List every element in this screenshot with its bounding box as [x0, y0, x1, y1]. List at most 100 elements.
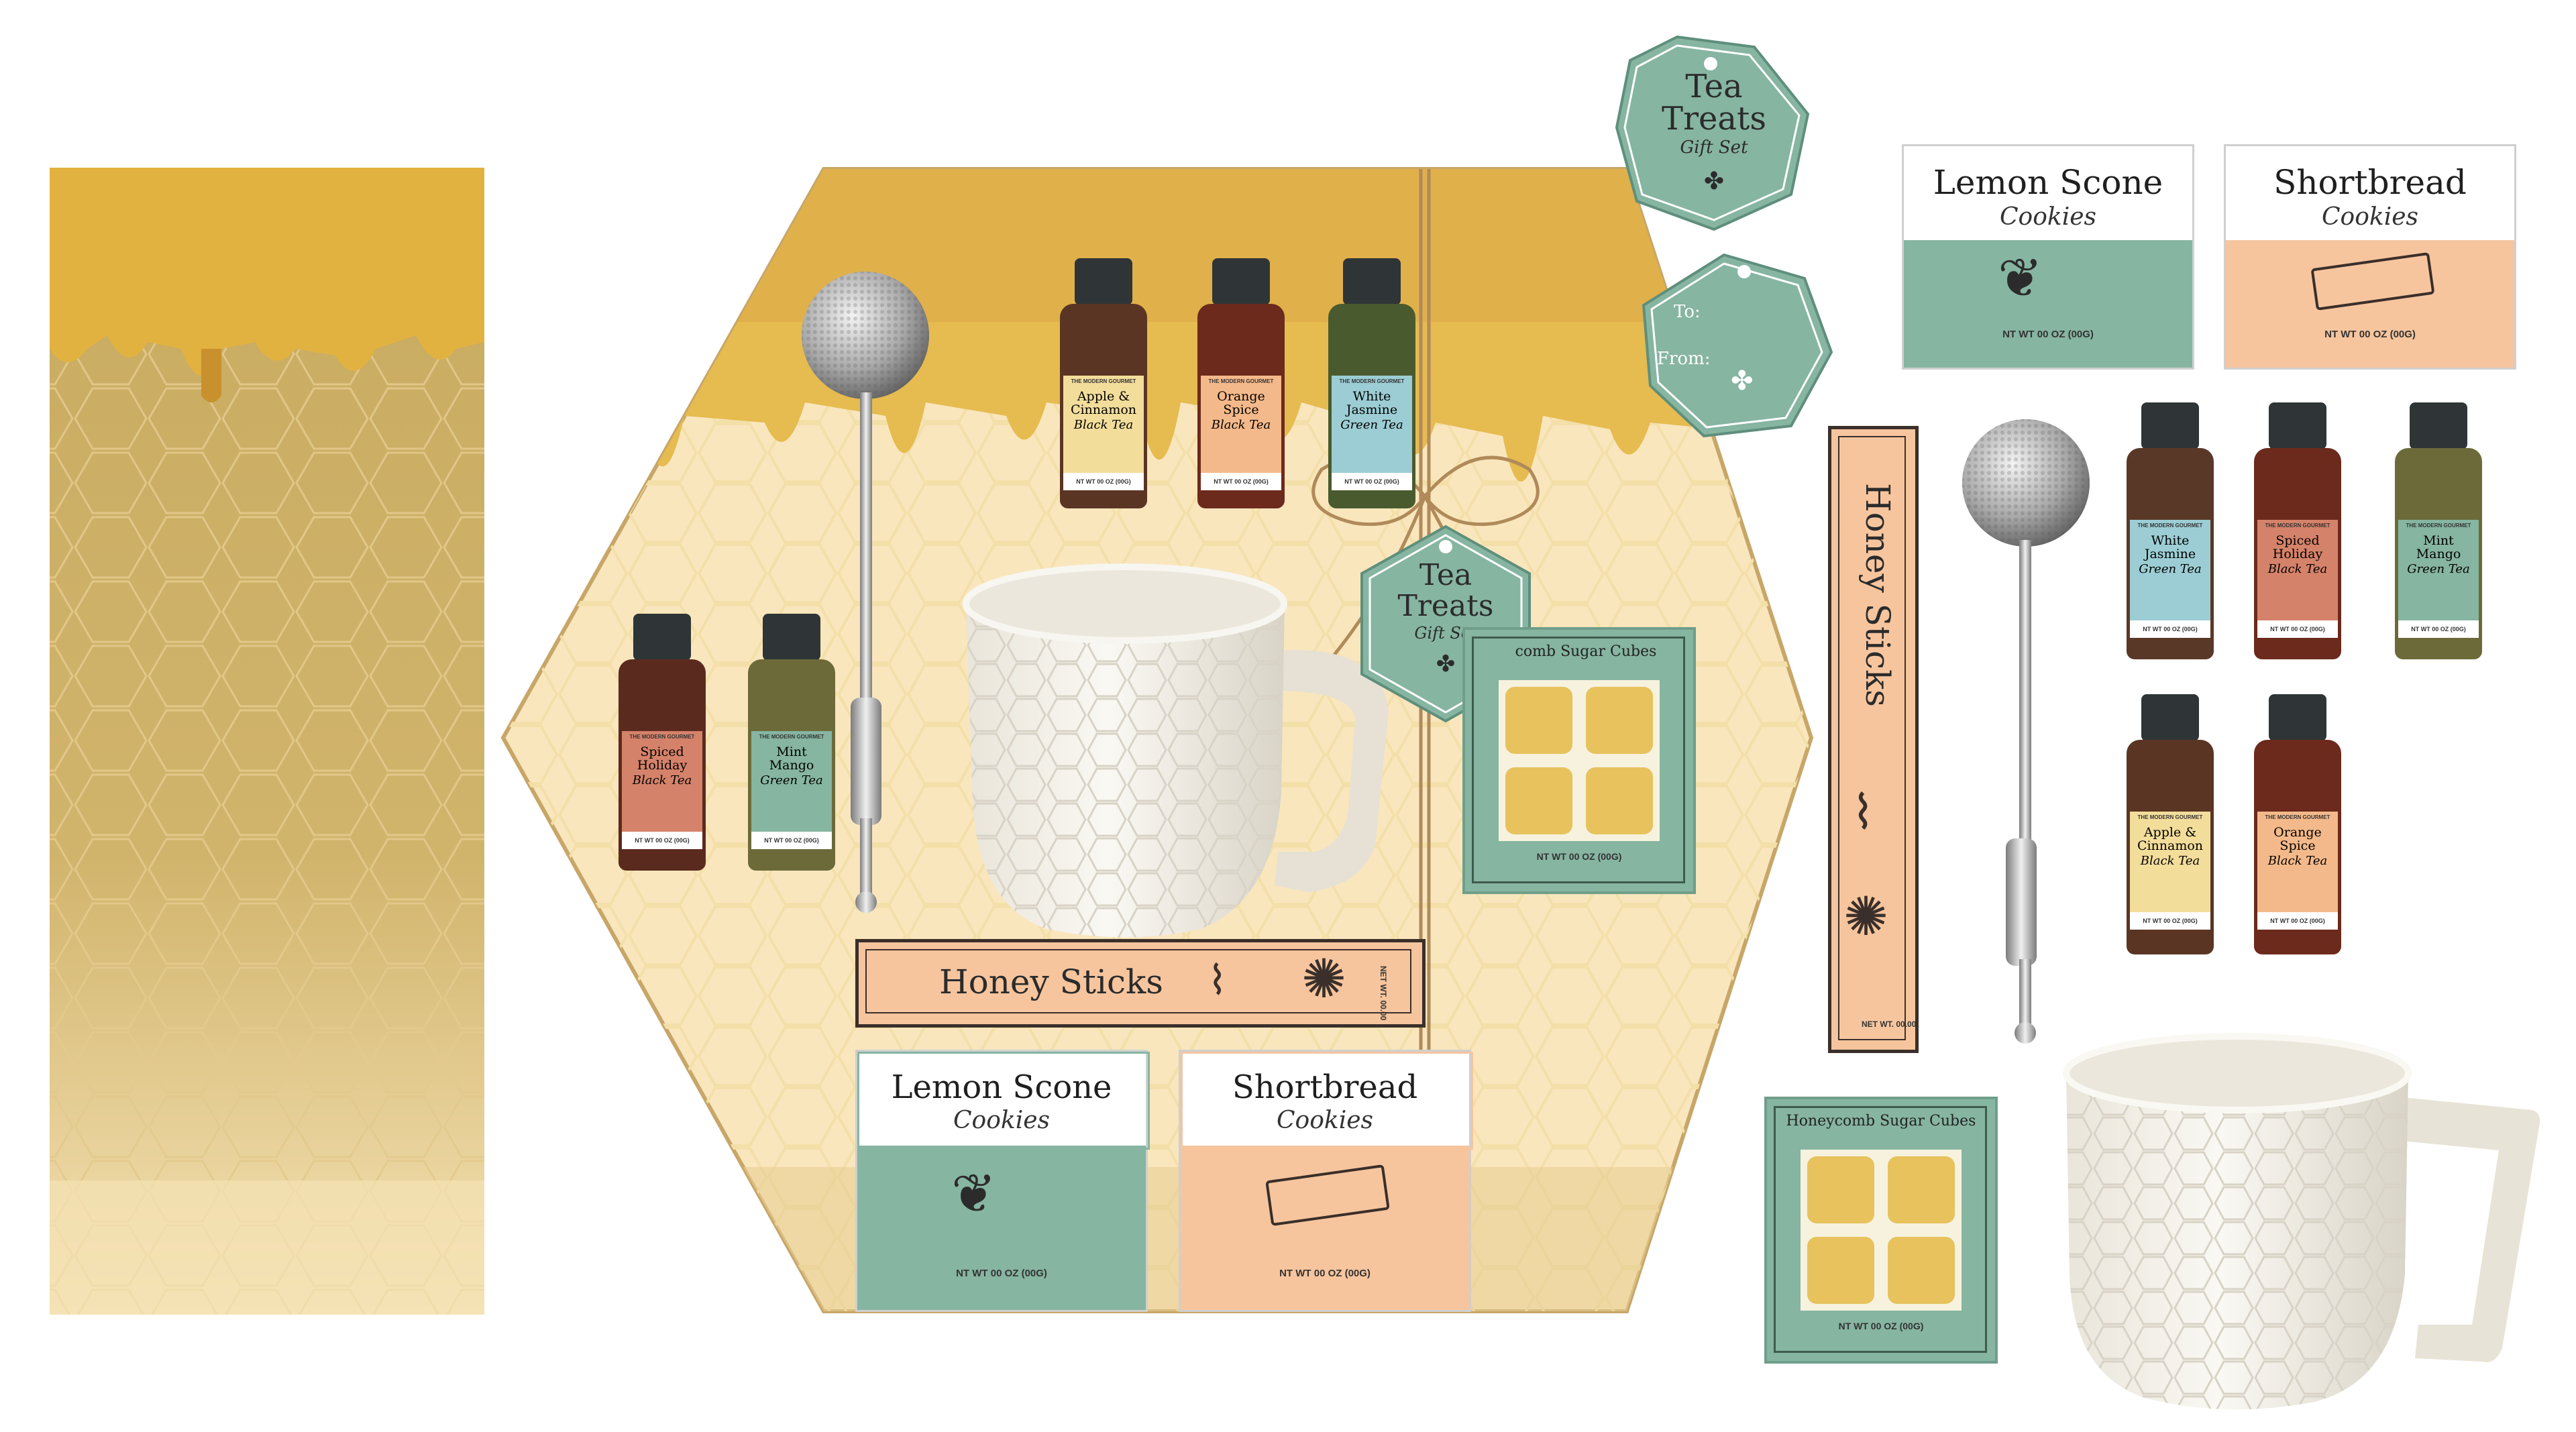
- honey-dipper-icon: ⌇: [1851, 785, 1875, 840]
- net-weight: NT WT 00 OZ (00G): [2143, 918, 2198, 924]
- tea-type: Green Tea: [2407, 562, 2470, 576]
- cookie-box-shortbread-main: Shortbread Cookies NT WT 00 OZ (00G): [1179, 1050, 1473, 1312]
- net-weight: NT WT 00 OZ (00G): [1214, 478, 1269, 485]
- brand-label: THE MODERN GOURMET: [1208, 378, 1274, 384]
- tag-script: Gift Set: [1680, 137, 1748, 158]
- net-weight: NT WT 00 OZ (00G): [635, 837, 690, 844]
- from-label: From:: [1657, 349, 1711, 369]
- tea-type: Black Tea: [1211, 418, 1271, 432]
- tea-type: Black Tea: [632, 773, 692, 787]
- net-weight: NT WT 00 OZ (00G): [764, 837, 819, 844]
- tea-type: Black Tea: [2140, 854, 2200, 868]
- honey-sticks-box-main: Honey Sticks ⌇ ✺ NET WT. 00.00: [855, 939, 1426, 1028]
- net-weight: NT WT 00 OZ (00G): [956, 1268, 1047, 1279]
- lemon-icon: ❦: [1998, 247, 2043, 309]
- cookie-script: Cookies: [1277, 1107, 1373, 1134]
- net-weight: NT WT 00 OZ (00G): [2270, 918, 2325, 924]
- mug-main: [963, 563, 1389, 938]
- cookie-title: Shortbread: [1232, 1068, 1418, 1106]
- brand-label: THE MODERN GOURMET: [2137, 522, 2203, 529]
- net-weight: NT WT 00 OZ (00G): [2324, 329, 2416, 340]
- brand-label: THE MODERN GOURMET: [1071, 378, 1136, 384]
- honey-sticks-title: Honey Sticks: [939, 962, 1163, 1001]
- tea-infuser-right: [1962, 419, 2090, 1044]
- net-weight: NT WT 00 OZ (00G): [1838, 1321, 1924, 1331]
- lemon-icon: ❦: [951, 1162, 997, 1225]
- brand-label: THE MODERN GOURMET: [2265, 522, 2330, 529]
- cookie-script: Cookies: [953, 1107, 1050, 1134]
- brand-label: THE MODERN GOURMET: [1339, 378, 1405, 384]
- cookie-box-lemon-right: Lemon Scone Cookies ❦ NT WT 00 OZ (00G): [1902, 144, 2194, 370]
- net-weight: NT WT 00 OZ (00G): [1536, 851, 1622, 862]
- gift-tag-shape: [1615, 35, 1810, 231]
- tea-type: Black Tea: [2267, 562, 2328, 576]
- net-weight: NET WT. 00.00: [1862, 1020, 1917, 1029]
- net-weight: NT WT 00 OZ (00G): [2411, 626, 2466, 632]
- cookie-box-shortbread-right: Shortbread Cookies NT WT 00 OZ (00G): [2224, 144, 2516, 370]
- tea-type: Green Tea: [1340, 418, 1403, 432]
- tea-name: Apple &Cinnamon: [2137, 825, 2204, 853]
- net-weight: NT WT 00 OZ (00G): [1076, 478, 1131, 485]
- brand-label: THE MODERN GOURMET: [2265, 814, 2330, 820]
- brand-label: THE MODERN GOURMET: [629, 734, 695, 740]
- bee-icon: ✤: [1436, 651, 1456, 677]
- tea-name: Apple &Cinnamon: [1070, 389, 1137, 417]
- bee-icon: ✤: [1731, 366, 1754, 396]
- net-weight: NET WT. 00.00: [1379, 966, 1388, 1021]
- tea-bottle-apple-cinnamon-right: THE MODERN GOURMET Apple &Cinnamon Black…: [2120, 694, 2220, 956]
- side-panel: [50, 168, 484, 1315]
- cookie-title: Shortbread: [2273, 163, 2467, 202]
- tea-type: Green Tea: [2139, 562, 2202, 576]
- cookie-box-lemon-main: Lemon Scone Cookies ❦ NT WT 00 OZ (00G): [855, 1050, 1150, 1312]
- sugar-cubes-title: comb Sugar Cubes: [1515, 643, 1657, 660]
- net-weight: NT WT 00 OZ (00G): [2270, 626, 2325, 632]
- sugar-cubes-box-main: comb Sugar Cubes NT WT 00 OZ (00G): [1462, 627, 1696, 894]
- tea-type: Black Tea: [2267, 854, 2328, 868]
- mug-right: [2063, 1033, 2540, 1410]
- bee-icon: ✤: [1703, 168, 1725, 195]
- gift-tag-shape: [1642, 253, 1833, 438]
- tea-type: Black Tea: [1073, 418, 1134, 432]
- honey-sticks-box-right: Honey Sticks ⌇ ✺ NET WT. 00.00: [1828, 426, 1919, 1053]
- cookie-title: Lemon Scone: [891, 1068, 1112, 1106]
- tea-bottle-apple-cinnamon: THE MODERN GOURMET Apple &Cinnamon Black…: [1053, 258, 1154, 510]
- tea-type: Green Tea: [760, 773, 823, 787]
- flower-icon: ✺: [1843, 885, 1889, 948]
- brand-label: THE MODERN GOURMET: [2137, 814, 2203, 820]
- tea-infuser-main: [802, 272, 929, 913]
- to-label: To:: [1674, 302, 1701, 322]
- net-weight: NT WT 00 OZ (00G): [1279, 1268, 1371, 1279]
- net-weight: NT WT 00 OZ (00G): [2002, 329, 2094, 340]
- sugar-cubes-title: Honeycomb Sugar Cubes: [1786, 1113, 1976, 1130]
- gift-tag-to-from: To: From: ✤: [1637, 252, 1838, 439]
- net-weight: NT WT 00 OZ (00G): [2143, 626, 2198, 632]
- honey-sticks-title: Honey Sticks: [1858, 483, 1897, 707]
- honey-dipper-icon: ⌇: [1208, 957, 1228, 1004]
- brand-label: THE MODERN GOURMET: [759, 734, 824, 740]
- cookie-title: Lemon Scone: [1933, 163, 2163, 202]
- sugar-cubes-box-right: Honeycomb Sugar Cubes NT WT 00 OZ (00G): [1764, 1097, 1998, 1364]
- cookie-script: Cookies: [2322, 203, 2418, 231]
- brand-label: THE MODERN GOURMET: [2406, 522, 2471, 529]
- cookie-script: Cookies: [2000, 203, 2096, 231]
- net-weight: NT WT 00 OZ (00G): [1344, 478, 1399, 485]
